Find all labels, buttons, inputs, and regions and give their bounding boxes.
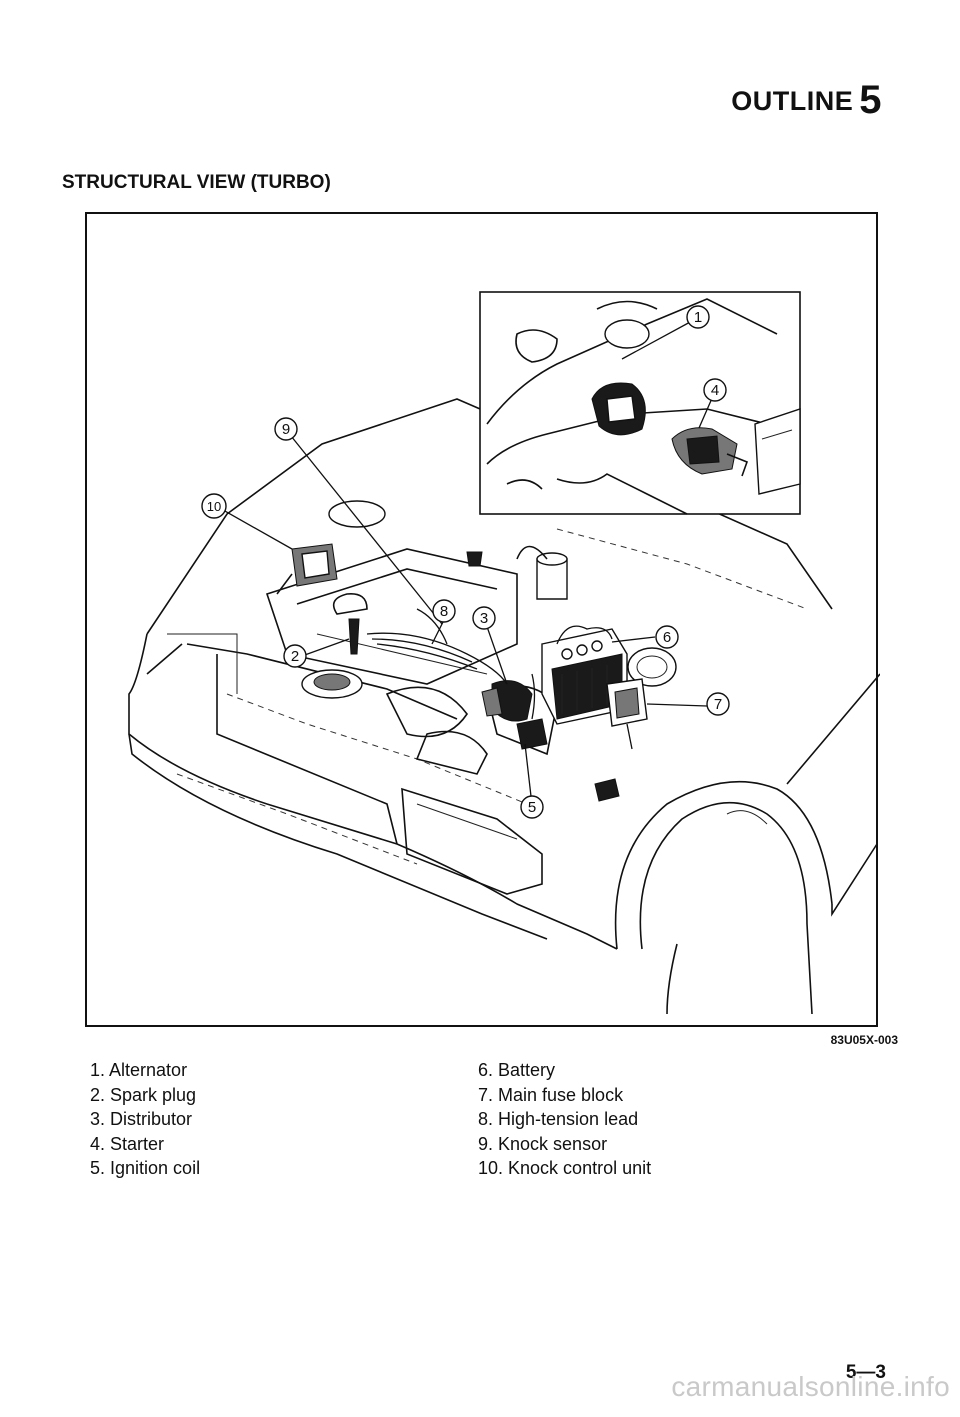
legend-item: 4. Starter [90,1133,165,1154]
svg-text:8: 8 [440,603,448,620]
callout-7: 7 [706,692,730,716]
callout-4: 4 [703,378,727,402]
legend-item: 2. Spark plug [90,1084,197,1105]
svg-text:9: 9 [282,421,290,438]
legend-item: 9. Knock sensor [478,1133,608,1154]
svg-text:5: 5 [528,799,536,816]
callout-1: 1 [686,305,710,329]
legend-item: 3. Distributor [90,1109,193,1129]
figure-frame: 1 2 3 4 5 6 7 8 9 10 [85,212,880,1027]
svg-text:4: 4 [711,382,719,399]
engine-bay-illustration: 1 2 3 4 5 6 7 8 9 10 [128,291,880,1015]
legend-left: 1. Alternator 2. Spark plug 3. Distribut… [90,1058,200,1181]
inset-view [479,291,801,515]
svg-text:2: 2 [291,648,299,665]
legend-item: 7. Main fuse block [478,1084,624,1105]
callout-8: 8 [432,599,456,623]
page-title: STRUCTURAL VIEW (TURBO) [62,172,331,193]
section-number: 5 [859,78,882,122]
legend-item: 8. High-tension lead [478,1109,639,1129]
front-wheel [614,673,880,1015]
callout-9: 9 [274,417,298,441]
watermark: carmanualsonline.info [671,1371,950,1402]
legend-item: 10. Knock control unit [478,1158,652,1178]
svg-text:3: 3 [480,610,488,627]
callout-10: 10 [201,493,227,519]
callout-5: 5 [520,795,544,819]
page-number: 5—3 [845,1362,886,1383]
callout-6: 6 [655,625,679,649]
callout-2: 2 [283,644,307,668]
section-label: OUTLINE [731,86,854,116]
svg-text:10: 10 [207,499,221,514]
svg-text:7: 7 [714,696,722,713]
engine-block [265,500,677,802]
svg-text:1: 1 [694,309,702,326]
legend-item: 1. Alternator [90,1060,188,1080]
car-body-outline [128,398,833,950]
svg-text:6: 6 [663,629,671,646]
legend-right: 6. Battery 7. Main fuse block 8. High-te… [478,1058,651,1181]
legend-item: 6. Battery [478,1060,556,1080]
legend-item: 5. Ignition coil [90,1158,201,1178]
figure-code: 83U05X-003 [830,1033,898,1047]
callout-3: 3 [472,606,496,630]
